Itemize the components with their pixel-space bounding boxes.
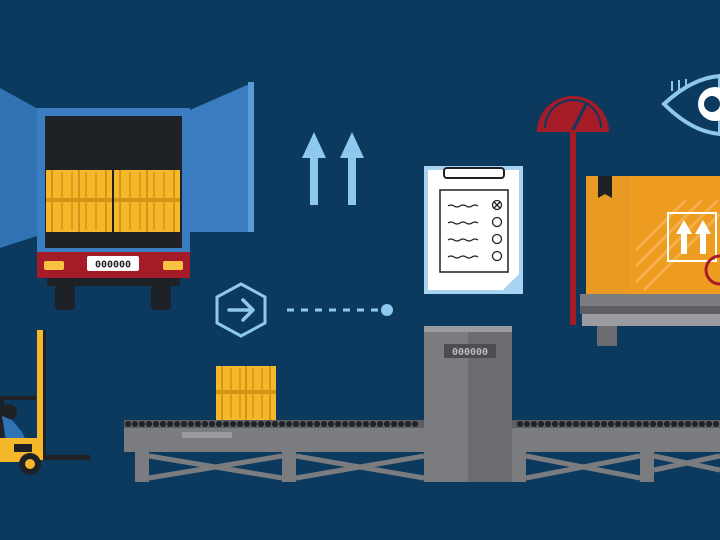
conveyor-roller xyxy=(181,421,187,427)
conveyor-roller xyxy=(594,421,600,427)
conveyor-roller xyxy=(272,421,278,427)
conveyor-roller xyxy=(580,421,586,427)
conveyor-roller xyxy=(538,421,544,427)
conveyor-roller xyxy=(321,421,327,427)
conveyor-roller xyxy=(160,421,166,427)
conveyor-roller xyxy=(188,421,194,427)
conveyor-roller xyxy=(671,421,677,427)
conveyor-roller xyxy=(650,421,656,427)
conveyor-roller xyxy=(685,421,691,427)
conveyor-roller xyxy=(237,421,243,427)
conveyor-roller xyxy=(167,421,173,427)
conveyor-roller xyxy=(153,421,159,427)
conveyor-roller xyxy=(643,421,649,427)
conveyor-roller xyxy=(587,421,593,427)
conveyor-roller xyxy=(664,421,670,427)
conveyor-roller xyxy=(230,421,236,427)
conveyor-roller xyxy=(223,421,229,427)
license-plate xyxy=(87,256,139,271)
conveyor-roller xyxy=(307,421,313,427)
truck-left-light xyxy=(44,261,64,270)
conveyor-roller xyxy=(174,421,180,427)
truck-wheel-right xyxy=(151,284,171,310)
conveyor-roller xyxy=(531,421,537,427)
conveyor-roller xyxy=(629,421,635,427)
conveyor-roller xyxy=(573,421,579,427)
conveyor-roller xyxy=(356,421,362,427)
conveyor-roller xyxy=(524,421,530,427)
conveyor-roller xyxy=(615,421,621,427)
scanner-machine: 000000 xyxy=(424,326,512,482)
conveyor-roller xyxy=(125,421,131,427)
conveyor-roller xyxy=(293,421,299,427)
truck-wheel-left xyxy=(55,284,75,310)
conveyor-roller xyxy=(300,421,306,427)
shipping-box xyxy=(586,176,720,294)
conveyor-roller xyxy=(251,421,257,427)
conveyor-roller xyxy=(692,421,698,427)
conveyor-roller xyxy=(258,421,264,427)
conveyor-roller xyxy=(216,421,222,427)
up-arrows-icon xyxy=(302,132,364,205)
conveyor-roller xyxy=(202,421,208,427)
this-side-up-icon xyxy=(667,212,717,262)
truck-right-light xyxy=(163,261,183,270)
conveyor-roller xyxy=(398,421,404,427)
scanner-display-text: 000000 xyxy=(452,347,488,358)
conveyor-roller xyxy=(713,421,719,427)
truck-icon: 000000 xyxy=(0,82,254,310)
forklift-icon xyxy=(0,330,90,475)
conveyor-roller xyxy=(678,421,684,427)
conveyor-roller xyxy=(566,421,572,427)
conveyor-roller xyxy=(545,421,551,427)
conveyor-roller xyxy=(384,421,390,427)
conveyor-roller xyxy=(328,421,334,427)
conveyor-roller xyxy=(139,421,145,427)
conveyor-roller xyxy=(209,421,215,427)
license-plate-text: 000000 xyxy=(95,260,131,271)
conveyor-roller xyxy=(391,421,397,427)
conveyor-roller xyxy=(412,421,418,427)
conveyor-roller xyxy=(636,421,642,427)
arrow-right-hexagon-icon xyxy=(215,282,267,338)
truck-crate-left xyxy=(46,170,112,232)
conveyor-roller xyxy=(279,421,285,427)
conveyor-roller xyxy=(195,421,201,427)
conveyor-roller xyxy=(244,421,250,427)
conveyor-roller xyxy=(517,421,523,427)
conveyor-crate xyxy=(216,366,276,420)
conveyor-roller xyxy=(601,421,607,427)
conveyor-roller xyxy=(622,421,628,427)
conveyor-roller xyxy=(405,421,411,427)
conveyor-roller xyxy=(363,421,369,427)
conveyor-roller xyxy=(265,421,271,427)
conveyor-roller xyxy=(146,421,152,427)
truck-left-door xyxy=(0,88,40,248)
conveyor-roller xyxy=(314,421,320,427)
conveyor-roller xyxy=(342,421,348,427)
conveyor-roller xyxy=(608,421,614,427)
truck-crate-right xyxy=(114,170,180,232)
truck-right-door xyxy=(190,82,254,232)
conveyor-roller xyxy=(706,421,712,427)
path-end-dot xyxy=(381,304,393,316)
conveyor-roller xyxy=(559,421,565,427)
conveyor-roller xyxy=(377,421,383,427)
conveyor-roller xyxy=(286,421,292,427)
conveyor-roller xyxy=(657,421,663,427)
conveyor-roller xyxy=(132,421,138,427)
scale-icon xyxy=(537,96,720,346)
conveyor-roller xyxy=(335,421,341,427)
conveyor-belt xyxy=(124,420,720,482)
conveyor-roller xyxy=(370,421,376,427)
clipboard-checklist-icon xyxy=(424,166,523,294)
eye-icon xyxy=(661,73,720,137)
conveyor-roller xyxy=(349,421,355,427)
conveyor-roller xyxy=(699,421,705,427)
conveyor-roller xyxy=(552,421,558,427)
